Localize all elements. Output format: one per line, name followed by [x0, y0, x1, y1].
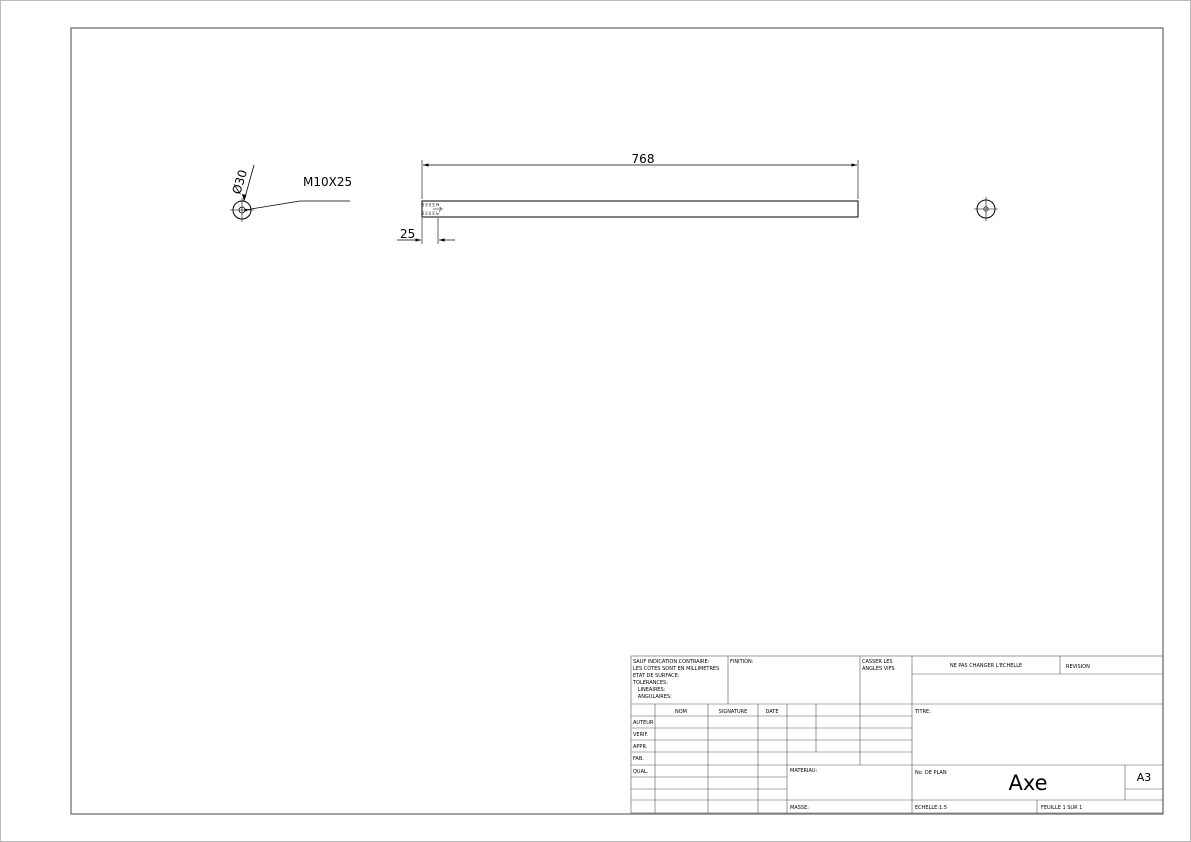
thread-depth-dimension: 25 — [400, 227, 415, 241]
thread-callout: M10X25 — [303, 175, 352, 189]
front-view: 768 25 — [397, 152, 859, 244]
material-label: MATERIAU: — [790, 768, 818, 774]
col-header-name: NOM — [675, 709, 687, 715]
general-note-1: SAUF INDICATION CONTRAIRE: — [633, 659, 710, 665]
mass-label: MASSE: — [790, 805, 809, 811]
revision-label: REVISION — [1066, 664, 1090, 670]
row-label-author: AUTEUR — [633, 720, 654, 726]
general-note-3: ETAT DE SURFACE: — [633, 673, 680, 679]
thread-leader — [244, 200, 350, 211]
end-view-right — [974, 197, 998, 221]
drawing-number-label: No. DE PLAN — [915, 770, 947, 776]
general-note-6: ANGULAIRES: — [633, 694, 672, 700]
general-note-2: LES COTES SONT EN MILLIMETRES — [633, 666, 719, 672]
shaft-outline — [421, 200, 859, 218]
sheet-label: FEUILLE 1 SUR 1 — [1041, 805, 1082, 811]
col-header-signature: SIGNATURE — [719, 709, 748, 715]
end-view-left: Ø30 M10X25 — [229, 164, 352, 222]
row-label-appr: APPR. — [633, 744, 648, 750]
diameter-dimension: Ø30 — [229, 168, 250, 196]
general-note-4: TOLERANCES: — [632, 680, 668, 686]
scale-label: ECHELLE:1:5 — [915, 805, 947, 811]
col-header-date: DATE — [765, 709, 778, 715]
sheet-size: A3 — [1137, 771, 1152, 784]
general-note-5: LINEAIRES: — [633, 687, 666, 693]
drawing-border — [70, 27, 1164, 815]
row-label-fab: FAB. — [633, 756, 644, 762]
finish-label: FINITION: — [730, 659, 754, 665]
row-label-qual: QUAL. — [633, 769, 649, 775]
drawing-title: Axe — [1008, 771, 1047, 795]
title-block — [630, 655, 1164, 814]
break-edges-1: CASSER LES — [862, 659, 893, 665]
break-edges-2: ANGLES VIFS — [862, 666, 895, 672]
title-block-text: SAUF INDICATION CONTRAIRE: LES COTES SON… — [632, 659, 1090, 811]
row-label-verif: VERIF. — [633, 732, 649, 738]
no-scale-note: NE PAS CHANGER L'ECHELLE — [950, 663, 1022, 669]
length-dimension: 768 — [632, 152, 655, 166]
title-label: TITRE: — [914, 709, 931, 715]
